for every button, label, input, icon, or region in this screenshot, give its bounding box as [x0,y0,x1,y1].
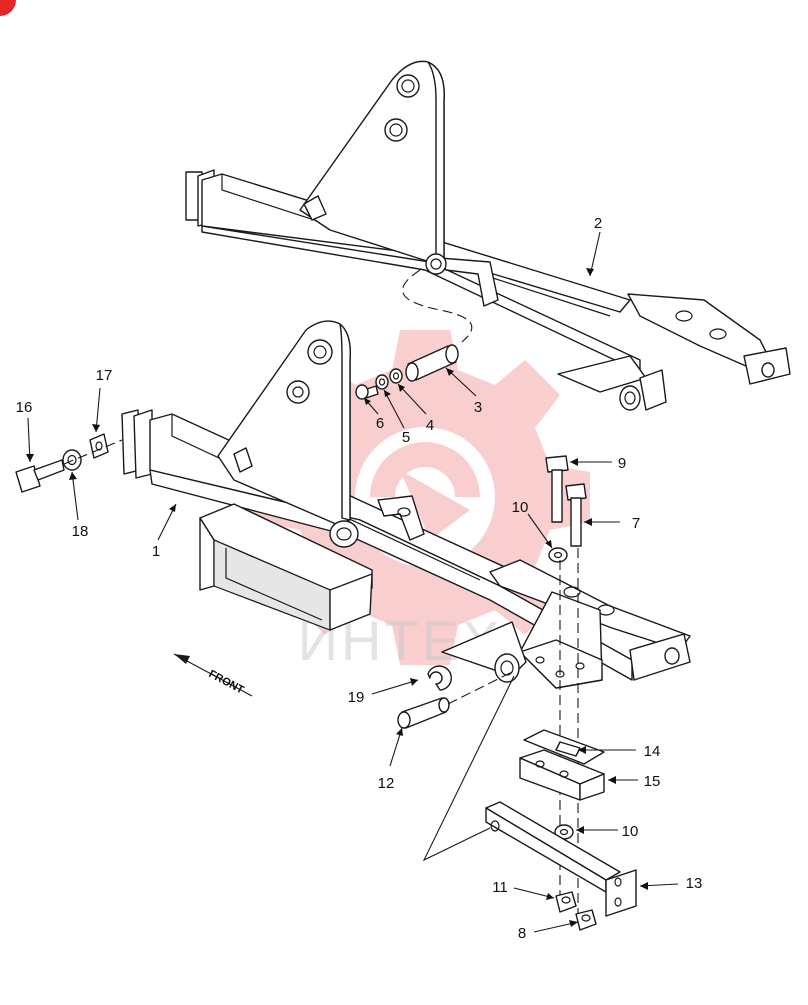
front-direction-arrow: FRONT [173,653,253,697]
callout-1: 1 [152,543,160,560]
callout-7: 7 [632,515,640,532]
callout-3: 3 [474,399,482,416]
callout-18: 18 [72,523,89,540]
retaining-ring-part-19 [427,665,452,691]
upper-frame-part-2 [185,60,791,411]
bolt-part-9 [545,455,569,523]
callout-12: 12 [378,775,395,792]
callout-15: 15 [644,773,661,790]
callout-13: 13 [686,875,703,892]
callout-19: 19 [348,689,365,706]
washer-part-5 [375,374,389,390]
corner-badge [0,0,16,16]
washer-part-18 [62,449,82,471]
callout-17: 17 [96,367,113,384]
shim-part-17 [89,433,109,459]
callout-8: 8 [518,925,526,942]
lower-frame-part-1 [121,320,691,689]
screw-part-6 [355,384,379,400]
bushing-part-3 [405,344,459,382]
callout-labels: 2 3 4 5 6 9 10 7 1 16 17 18 19 12 14 15 … [16,215,703,942]
callout-4: 4 [426,417,434,434]
washer-part-4 [389,368,403,384]
bracket-part-15 [519,749,605,801]
bolt-part-7 [565,483,587,547]
callout-9: 9 [618,455,626,472]
support-arm-part-13 [485,801,637,917]
nut-part-11 [555,891,577,913]
washer-part-10-upper [548,547,568,563]
callout-11: 11 [492,879,508,896]
callout-leaders [26,231,679,933]
shim-part-14 [523,729,605,765]
bolt-part-16 [15,459,65,493]
nut-part-8 [575,909,597,931]
front-label: FRONT [207,668,246,697]
callout-10-lower: 10 [622,823,639,840]
callout-5: 5 [402,429,410,446]
callout-10-upper: 10 [512,499,529,516]
callout-6: 6 [376,415,384,432]
callout-14: 14 [644,743,661,760]
callout-16: 16 [16,399,33,416]
pin-part-12 [397,697,450,729]
callout-2: 2 [594,215,602,232]
